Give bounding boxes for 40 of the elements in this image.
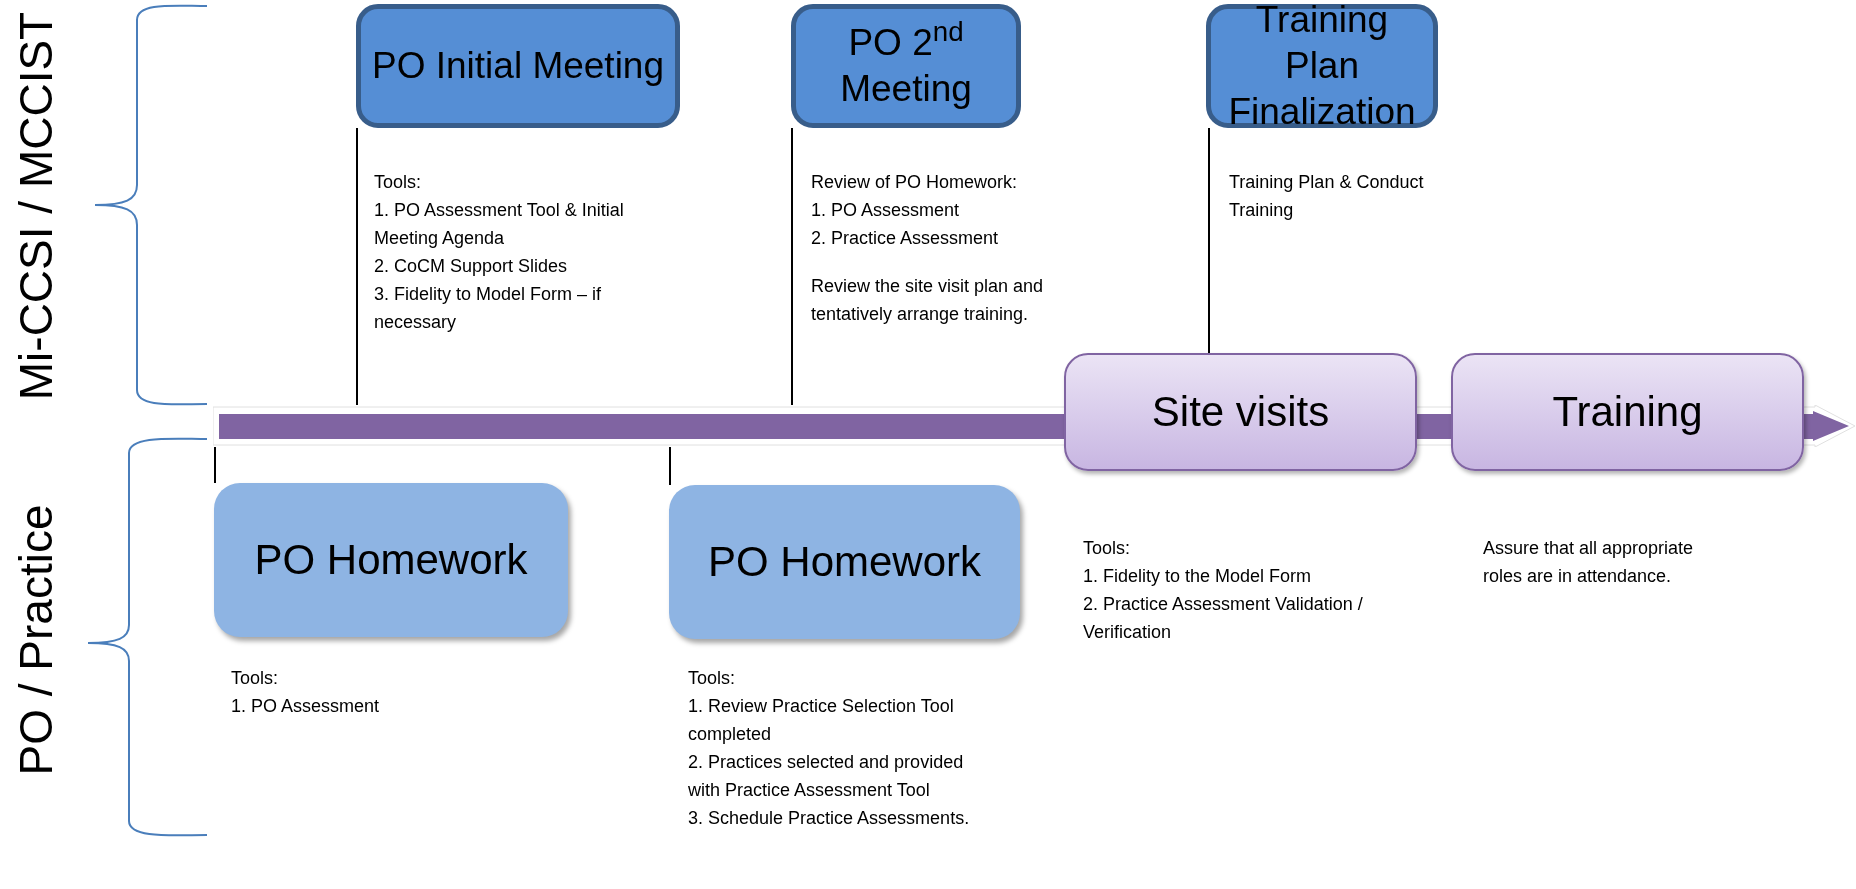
note-text: 3. Schedule Practice Assessments. bbox=[688, 807, 971, 830]
meeting-box bbox=[1206, 4, 1438, 128]
note-text: 2. Practices selected and provided with Practice Assessment Tool bbox=[688, 751, 965, 802]
connector-line bbox=[669, 446, 671, 486]
box-title: Training bbox=[1552, 387, 1703, 437]
box-title: Training Plan Finalization bbox=[1227, 0, 1417, 134]
note-text: 1. Fidelity to the Model Form bbox=[1083, 565, 1313, 588]
connector-line bbox=[1208, 127, 1210, 354]
note-text: Review the site visit plan and tentatively arrange training. bbox=[811, 275, 1045, 326]
connector-line bbox=[356, 127, 358, 406]
connector-line bbox=[214, 446, 216, 484]
note-text: Review of PO Homework: bbox=[811, 171, 1019, 194]
note-text: 1. Review Practice Selection Tool completed bbox=[688, 695, 955, 746]
box-title: PO Homework bbox=[254, 535, 528, 585]
note-text: Tools: bbox=[688, 667, 737, 690]
group-label: PO / Practice bbox=[9, 504, 63, 776]
note-text: 1. PO Assessment Tool & Initial Meeting Agenda bbox=[374, 199, 624, 250]
event-box bbox=[1064, 353, 1417, 471]
homework-box bbox=[214, 483, 568, 637]
note-text: 2. Practice Assessment Validation / Verification bbox=[1083, 593, 1364, 644]
event-box bbox=[1451, 353, 1804, 471]
note-text: Training Plan & Conduct Training bbox=[1229, 171, 1425, 222]
box-title: PO Initial Meeting bbox=[372, 44, 664, 88]
note-text: 3. Fidelity to Model Form – if necessary bbox=[374, 283, 603, 334]
note-text: Tools: bbox=[374, 171, 423, 194]
note-text: 1. PO Assessment bbox=[811, 199, 961, 222]
note-text: 1. PO Assessment bbox=[231, 695, 381, 718]
note-text: Assure that all appropriate roles are in attendance. bbox=[1483, 537, 1695, 588]
box-title: PO Homework bbox=[707, 537, 982, 587]
box-title: PO 2$^{nd}$ Meeting bbox=[839, 20, 973, 111]
note-text: 2. Practice Assessment bbox=[811, 227, 1000, 250]
note-text: 2. CoCM Support Slides bbox=[374, 255, 569, 278]
box-title: Site visits bbox=[1151, 387, 1330, 437]
homework-box bbox=[669, 485, 1020, 639]
meeting-box bbox=[791, 4, 1021, 128]
note-text: Tools: bbox=[231, 667, 280, 690]
group-label: Mi-CCSI / MCCIST bbox=[9, 11, 63, 401]
connector-line bbox=[791, 127, 793, 406]
meeting-box bbox=[356, 4, 680, 128]
note-text: Tools: bbox=[1083, 537, 1132, 560]
